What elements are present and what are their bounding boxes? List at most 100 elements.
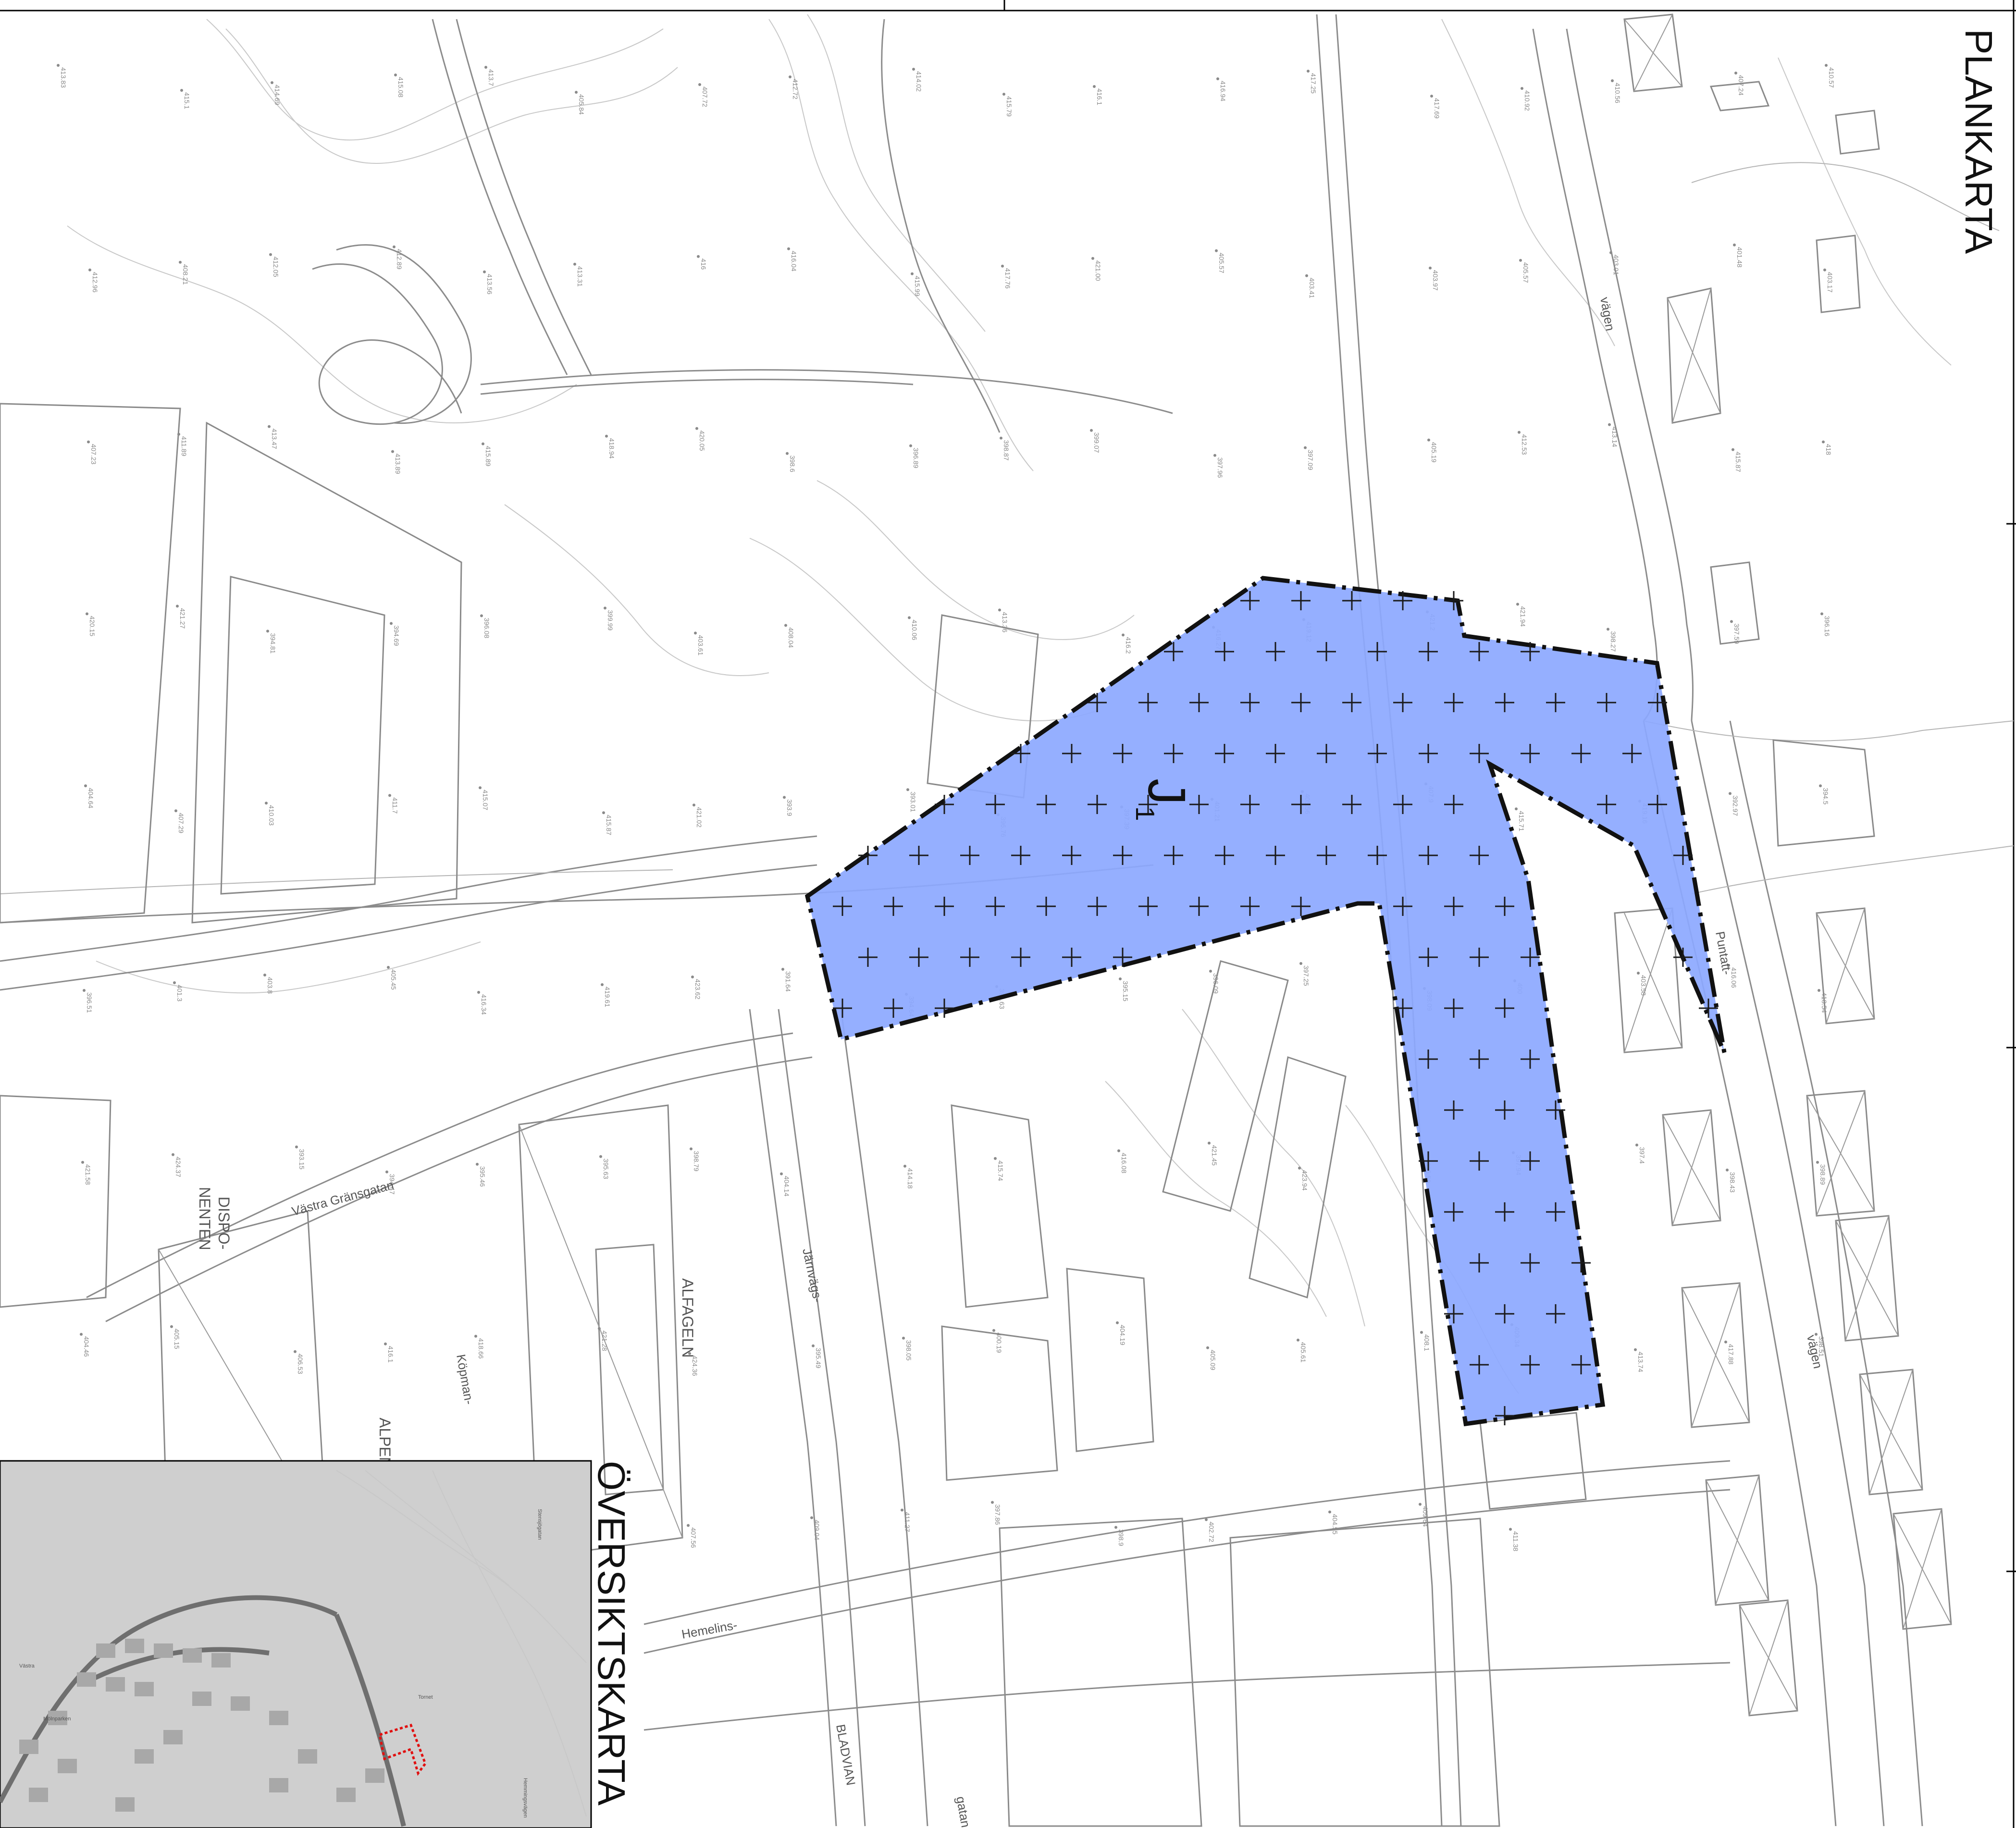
spot-height-point (1825, 64, 1828, 67)
zone-cross (1317, 642, 1336, 661)
zone-cross (1546, 1304, 1565, 1323)
spot-height-label: 413.83 (60, 67, 67, 88)
zone-cross (1444, 1202, 1463, 1222)
place-labels: DISPO- NENTEN ALFAGELN ALPEN (196, 1187, 696, 1468)
zone-cross (960, 948, 979, 967)
spot-height-label: 393.01 (909, 791, 917, 812)
spot-height-label: 411.89 (180, 436, 188, 457)
overview-label-vastra: Västra (19, 1663, 35, 1669)
spot-height-point (695, 427, 698, 430)
spot-height-point (391, 450, 394, 453)
spot-height-label: 403.01 (1612, 255, 1620, 275)
spot-height-point (1427, 438, 1430, 442)
spot-height-label: 398.87 (1002, 440, 1010, 461)
spot-height-point (911, 272, 914, 275)
spot-height-label: 395.15 (1122, 981, 1129, 1001)
zone-cross (1113, 846, 1132, 865)
spot-height-point (263, 974, 266, 976)
spot-height-label: 403.58 (1640, 975, 1647, 996)
zone-cross (1037, 897, 1056, 916)
overview-blocks (19, 1639, 384, 1812)
spot-height-point (998, 608, 1001, 612)
spot-height-point (780, 1172, 783, 1175)
spot-height-point (385, 1170, 388, 1173)
zone-cross (1521, 1151, 1540, 1171)
zone-cross (858, 948, 878, 967)
zone-cross (1470, 1355, 1489, 1374)
zone-cross (1495, 897, 1514, 916)
spot-height-label: 402.72 (1208, 1521, 1215, 1542)
spot-height-label: 409.04 (813, 1519, 821, 1540)
spot-height-label: 416.08 (1120, 1153, 1128, 1173)
spot-height-label: 395.63 (602, 1159, 610, 1179)
overview-title: ÖVERSIKTSKARTA (590, 1461, 633, 1806)
spot-height-label: 413.7 (487, 69, 495, 86)
spot-height-point (690, 1147, 693, 1150)
spot-height-label: 405.57 (1218, 253, 1225, 273)
spot-height-point (992, 1329, 995, 1332)
zone-cross (1521, 1253, 1540, 1272)
spot-height-point (477, 991, 480, 994)
spot-height-point (1611, 79, 1614, 82)
spot-height-label: 412.05 (272, 257, 280, 277)
spot-height-point (479, 786, 482, 790)
zone-cross (1648, 795, 1667, 814)
spot-height-point (268, 425, 271, 428)
spot-height-point (1091, 257, 1094, 260)
spot-height-label: 396.08 (483, 618, 491, 638)
zone-cross (1571, 1355, 1591, 1374)
zone-cross (1342, 795, 1361, 814)
spot-height-point (1305, 274, 1308, 277)
spot-height-point (394, 74, 397, 76)
spot-height-point (789, 75, 792, 78)
zone-cross (1291, 795, 1311, 814)
zone-cross (1113, 744, 1132, 763)
spot-height-label: 400.19 (995, 1333, 1003, 1353)
zone-cross (1521, 744, 1540, 763)
spot-height-label: 414.69 (273, 85, 281, 105)
spot-height-point (697, 255, 700, 258)
spot-height-label: 424.37 (174, 1157, 182, 1177)
zone-cross (1470, 642, 1489, 661)
spot-height-point (265, 802, 268, 805)
zone-cross (909, 846, 928, 865)
spot-height-point (598, 1327, 601, 1330)
spot-height-point (1730, 620, 1733, 623)
spot-height-point (393, 245, 396, 248)
spot-height-label: 416.94 (1219, 81, 1227, 101)
zone-cross (1266, 642, 1285, 661)
spot-height-point (269, 253, 272, 256)
zone-cross (1317, 846, 1336, 865)
spot-height-point (179, 260, 182, 264)
spot-height-label: 398.79 (693, 1151, 700, 1172)
overview-label-hemmingsvagen: Hemmingsvägen (522, 1778, 528, 1818)
spot-height-label: 421.94 (1519, 606, 1527, 627)
zone-cross (1189, 897, 1209, 916)
spot-height-label: 420.05 (698, 431, 706, 451)
overview-plan-marker (378, 1723, 427, 1776)
zone-cross (1393, 795, 1412, 814)
zone-cross (1291, 897, 1311, 916)
spot-height-label: 396.09 (1212, 973, 1220, 994)
spot-height-label: 412.89 (396, 249, 403, 270)
spot-height-label: 415.79 (1005, 96, 1013, 117)
spot-height-label: 416.04 (790, 251, 798, 272)
spot-height-label: 393.9 (786, 799, 793, 816)
spot-height-label: 415.87 (605, 815, 613, 835)
spot-height-label: 396.16 (1823, 616, 1831, 636)
spot-height-point (174, 809, 177, 813)
zone-cross (1291, 693, 1311, 712)
spot-height-label: 397.25 (1302, 965, 1310, 986)
zone-cross (1470, 1151, 1489, 1171)
spot-height-label: 395.46 (479, 1166, 486, 1187)
zone-cross (1419, 846, 1438, 865)
zone-cross (1215, 642, 1234, 661)
zone-cross (1419, 642, 1438, 661)
zone-cross (858, 846, 878, 865)
zone-cross (1495, 1304, 1514, 1323)
spot-height-label: 416.06 (1730, 967, 1738, 988)
spot-height-label: 405.84 (578, 94, 585, 115)
spot-height-point (80, 1333, 83, 1336)
spot-height-point (786, 452, 789, 455)
